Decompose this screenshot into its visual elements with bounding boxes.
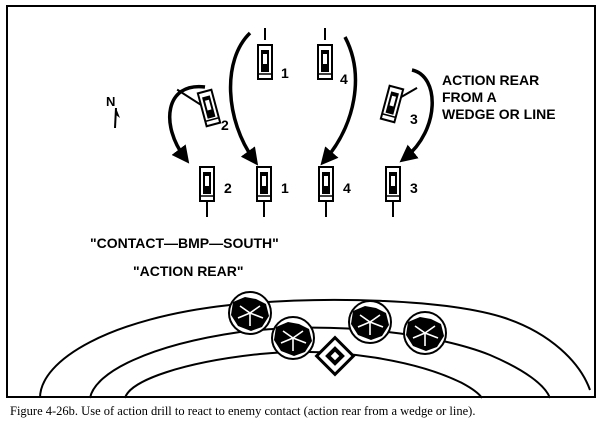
figure-frame bbox=[6, 5, 596, 398]
formation-number-4: 4 bbox=[343, 180, 351, 196]
north-label: N bbox=[106, 94, 115, 109]
maneuver-arrow-2 bbox=[167, 84, 206, 164]
vehicle-number-4: 4 bbox=[340, 71, 348, 87]
vehicle-3-initial bbox=[379, 84, 418, 124]
vehicle-1-final bbox=[256, 166, 272, 217]
tree-icon bbox=[348, 300, 392, 344]
formation-number-2: 2 bbox=[224, 180, 232, 196]
command-text: "ACTION REAR" bbox=[133, 263, 244, 279]
tree-icon bbox=[403, 311, 447, 355]
vehicle-number-2: 2 bbox=[221, 117, 229, 133]
title-line-1: ACTION REAR bbox=[442, 72, 539, 88]
title-line-3: WEDGE OR LINE bbox=[442, 106, 556, 122]
vehicle-2-final bbox=[199, 166, 215, 217]
vehicle-3-final bbox=[385, 166, 401, 217]
road bbox=[39, 298, 591, 399]
vehicle-4-initial bbox=[317, 28, 333, 80]
vehicle-number-3: 3 bbox=[410, 111, 418, 127]
maneuver-arrow-3 bbox=[399, 68, 434, 163]
vehicle-4-final bbox=[318, 166, 334, 217]
radio-call-text: "CONTACT—BMP—SOUTH" bbox=[90, 235, 279, 251]
maneuver-arrow-4 bbox=[320, 36, 358, 166]
maneuver-arrow-1 bbox=[228, 31, 259, 166]
vehicle-number-1: 1 bbox=[281, 65, 289, 81]
vehicle-1-initial bbox=[257, 28, 273, 80]
figure-caption: Figure 4-26b. Use of action drill to rea… bbox=[10, 404, 476, 418]
tree-icon bbox=[271, 316, 315, 360]
title-line-2: FROM A bbox=[442, 89, 497, 105]
north-arrow-icon bbox=[114, 107, 120, 129]
formation-number-1: 1 bbox=[281, 180, 289, 196]
tree-icon bbox=[228, 291, 272, 335]
formation-number-3: 3 bbox=[410, 180, 418, 196]
enemy-bmp-icon bbox=[314, 335, 356, 377]
